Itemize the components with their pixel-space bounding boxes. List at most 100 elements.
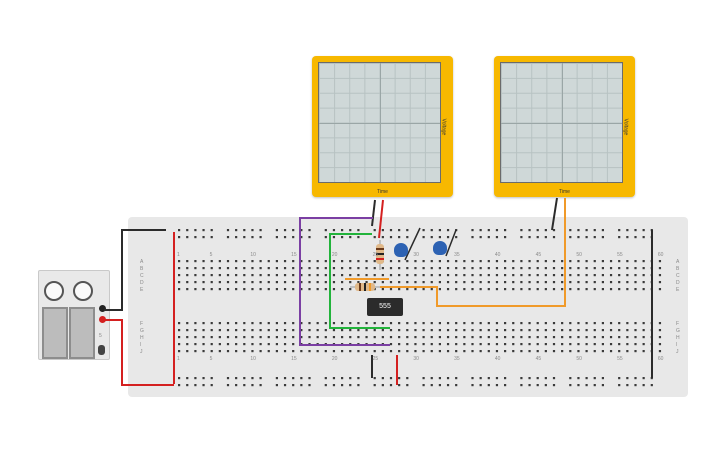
hole bbox=[536, 377, 539, 380]
row-letter: I bbox=[676, 342, 678, 348]
hole bbox=[365, 260, 368, 263]
hole bbox=[373, 274, 376, 277]
column-number: 15 bbox=[291, 356, 297, 362]
hole bbox=[430, 384, 433, 387]
hole bbox=[349, 329, 352, 332]
capacitor-1[interactable] bbox=[394, 243, 408, 257]
hole bbox=[324, 288, 327, 291]
hole bbox=[438, 288, 441, 291]
hole bbox=[324, 329, 327, 332]
hole bbox=[308, 329, 311, 332]
hole bbox=[430, 229, 433, 232]
hole bbox=[626, 336, 629, 339]
hole bbox=[577, 281, 580, 284]
hole bbox=[495, 343, 499, 346]
hole bbox=[259, 377, 262, 380]
column-number: 15 bbox=[291, 252, 297, 258]
hole bbox=[528, 329, 531, 332]
hole bbox=[349, 260, 352, 263]
hole bbox=[398, 236, 401, 239]
hole bbox=[528, 343, 531, 346]
hole bbox=[414, 267, 417, 270]
hole bbox=[487, 350, 490, 353]
voltage-knob[interactable] bbox=[44, 281, 64, 301]
hole bbox=[455, 267, 458, 270]
hole bbox=[275, 260, 278, 263]
hole bbox=[552, 288, 556, 291]
hole bbox=[406, 281, 409, 284]
hole bbox=[251, 288, 254, 291]
hole bbox=[389, 281, 393, 284]
positive-terminal[interactable] bbox=[99, 316, 106, 323]
hole bbox=[658, 350, 662, 353]
hole bbox=[414, 288, 417, 291]
hole bbox=[626, 274, 629, 277]
hole bbox=[422, 236, 425, 239]
hole bbox=[398, 322, 401, 325]
hole bbox=[300, 274, 303, 277]
hole bbox=[479, 377, 482, 380]
hole bbox=[552, 236, 556, 239]
hole bbox=[642, 322, 645, 325]
hole bbox=[569, 350, 572, 353]
hole bbox=[194, 384, 197, 387]
hole bbox=[569, 322, 572, 325]
current-knob[interactable] bbox=[73, 281, 93, 301]
negative-terminal[interactable] bbox=[99, 305, 106, 312]
hole bbox=[373, 260, 376, 263]
row-letter: A bbox=[140, 259, 144, 265]
wire-red-supply bbox=[104, 319, 174, 386]
oscilloscope-1[interactable]: Time Voltage bbox=[312, 56, 453, 197]
hole bbox=[544, 229, 547, 232]
hole bbox=[569, 288, 572, 291]
hole bbox=[332, 384, 336, 387]
hole bbox=[373, 329, 376, 332]
hole bbox=[601, 329, 604, 332]
hole bbox=[544, 236, 547, 239]
hole bbox=[275, 384, 278, 387]
column-number: 50 bbox=[576, 252, 582, 258]
hole bbox=[178, 384, 181, 387]
hole bbox=[308, 336, 311, 339]
hole bbox=[389, 267, 393, 270]
hole bbox=[430, 288, 433, 291]
hole bbox=[194, 281, 197, 284]
ic-555[interactable]: 555 bbox=[367, 298, 403, 316]
hole bbox=[618, 322, 621, 325]
hole bbox=[398, 329, 401, 332]
hole bbox=[316, 322, 319, 325]
hole bbox=[332, 229, 336, 232]
hole bbox=[536, 274, 539, 277]
hole bbox=[455, 343, 458, 346]
scope-1-black-probe bbox=[371, 199, 376, 227]
hole bbox=[243, 350, 246, 353]
capacitor-2[interactable] bbox=[433, 241, 447, 255]
hole bbox=[438, 281, 441, 284]
hole bbox=[479, 384, 482, 387]
hole bbox=[438, 229, 441, 232]
hole bbox=[308, 350, 311, 353]
hole bbox=[186, 384, 189, 387]
hole bbox=[324, 267, 327, 270]
hole bbox=[259, 343, 262, 346]
hole bbox=[585, 267, 588, 270]
hole bbox=[300, 336, 303, 339]
hole bbox=[349, 377, 352, 380]
power-switch[interactable] bbox=[98, 345, 105, 355]
column-number: 50 bbox=[576, 356, 582, 362]
power-supply[interactable]: 5 bbox=[38, 270, 110, 360]
hole bbox=[593, 329, 596, 332]
oscilloscope-2[interactable]: Time Voltage bbox=[494, 56, 635, 197]
breadboard[interactable] bbox=[128, 217, 688, 397]
hole bbox=[438, 236, 441, 239]
hole bbox=[626, 350, 629, 353]
hole bbox=[609, 350, 613, 353]
hole bbox=[495, 236, 499, 239]
hole bbox=[235, 267, 238, 270]
hole bbox=[357, 377, 360, 380]
hole bbox=[520, 350, 523, 353]
row-letter: G bbox=[676, 328, 680, 334]
hole bbox=[243, 260, 246, 263]
hole bbox=[357, 267, 360, 270]
